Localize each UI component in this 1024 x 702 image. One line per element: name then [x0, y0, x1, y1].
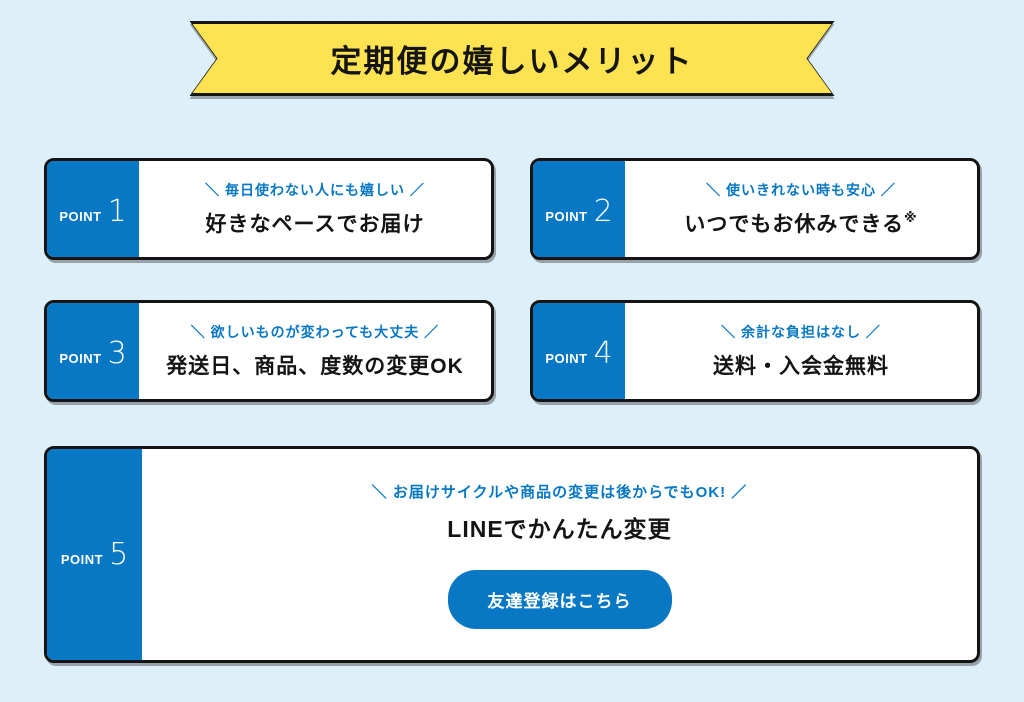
point-card-5: POINT 5 ＼ お届けサイクルや商品の変更は後からでもOK! ／ LINEで… — [44, 446, 980, 663]
section-title: 定期便の嬉しいメリット — [330, 44, 694, 79]
card-title-text: 好きなペースでお届け — [205, 213, 425, 236]
card-tagline: ＼ お届けサイクルや商品の変更は後からでもOK! ／ — [371, 483, 748, 501]
point-badge-label: POINT — [545, 209, 588, 224]
point-card-1: POINT 1 ＼ 毎日使わない人にも嬉しい ／ 好きなペースでお届け — [44, 158, 494, 260]
point-badge-number: 2 — [593, 194, 613, 229]
point-card-content: ＼ お届けサイクルや商品の変更は後からでもOK! ／ LINEでかんたん変更 友… — [142, 449, 977, 660]
card-tagline: ＼ 毎日使わない人にも嬉しい ／ — [205, 182, 425, 198]
card-tagline: ＼ 余計な負担はなし ／ — [721, 324, 881, 340]
point-badge-label: POINT — [59, 351, 102, 366]
point-badge-label: POINT — [545, 351, 588, 366]
point-badge-number: 1 — [107, 194, 127, 229]
card-title: LINEでかんたん変更 — [447, 515, 672, 542]
point-card-content: ＼ 欲しいものが変わっても大丈夫 ／ 発送日、商品、度数の変更OK — [139, 303, 491, 399]
card-title-text: いつでもお休みできる — [684, 213, 904, 236]
point-badge-number: 4 — [593, 336, 613, 371]
card-title: 発送日、商品、度数の変更OK — [166, 350, 464, 380]
point-card-content: ＼ 余計な負担はなし ／ 送料・入会金無料 — [625, 303, 977, 399]
point-badge-label: POINT — [59, 209, 102, 224]
card-title: 送料・入会金無料 — [713, 350, 889, 380]
card-tagline: ＼ 欲しいものが変わっても大丈夫 ／ — [190, 324, 440, 340]
point-badge-number: 5 — [109, 536, 129, 572]
line-friend-register-button[interactable]: 友達登録はこちら — [447, 569, 672, 629]
point-cards-grid: POINT 1 ＼ 毎日使わない人にも嬉しい ／ 好きなペースでお届け POIN… — [0, 158, 1024, 402]
point-badge-2: POINT 2 — [533, 161, 625, 257]
point-badge-inner: POINT 5 — [60, 536, 129, 572]
point-badge-3: POINT 3 — [47, 303, 139, 399]
point-card-2: POINT 2 ＼ 使いきれない時も安心 ／ いつでもお休みできる※ — [530, 158, 980, 260]
point-badge-number: 3 — [107, 336, 127, 371]
card-title: いつでもお休みできる※ — [684, 208, 917, 238]
point-card-content: ＼ 毎日使わない人にも嬉しい ／ 好きなペースでお届け — [139, 161, 491, 257]
ribbon-banner-face: 定期便の嬉しいメリット — [193, 24, 832, 93]
point-card-content: ＼ 使いきれない時も安心 ／ いつでもお休みできる※ — [625, 161, 977, 257]
point-card-3: POINT 3 ＼ 欲しいものが変わっても大丈夫 ／ 発送日、商品、度数の変更O… — [44, 300, 494, 402]
point-badge-4: POINT 4 — [533, 303, 625, 399]
point-badge-1: POINT 1 — [47, 161, 139, 257]
card-tagline: ＼ 使いきれない時も安心 ／ — [706, 182, 896, 198]
card-title-text: 送料・入会金無料 — [713, 355, 889, 378]
card-title-text: 発送日、商品、度数の変更OK — [166, 355, 464, 378]
point-badge-label: POINT — [60, 551, 104, 567]
card-title-note: ※ — [903, 210, 918, 225]
card-title: 好きなペースでお届け — [206, 208, 425, 238]
point-card-4: POINT 4 ＼ 余計な負担はなし ／ 送料・入会金無料 — [530, 300, 980, 402]
ribbon-banner: 定期便の嬉しいメリット — [190, 21, 835, 96]
point-badge-5: POINT 5 — [47, 449, 142, 660]
